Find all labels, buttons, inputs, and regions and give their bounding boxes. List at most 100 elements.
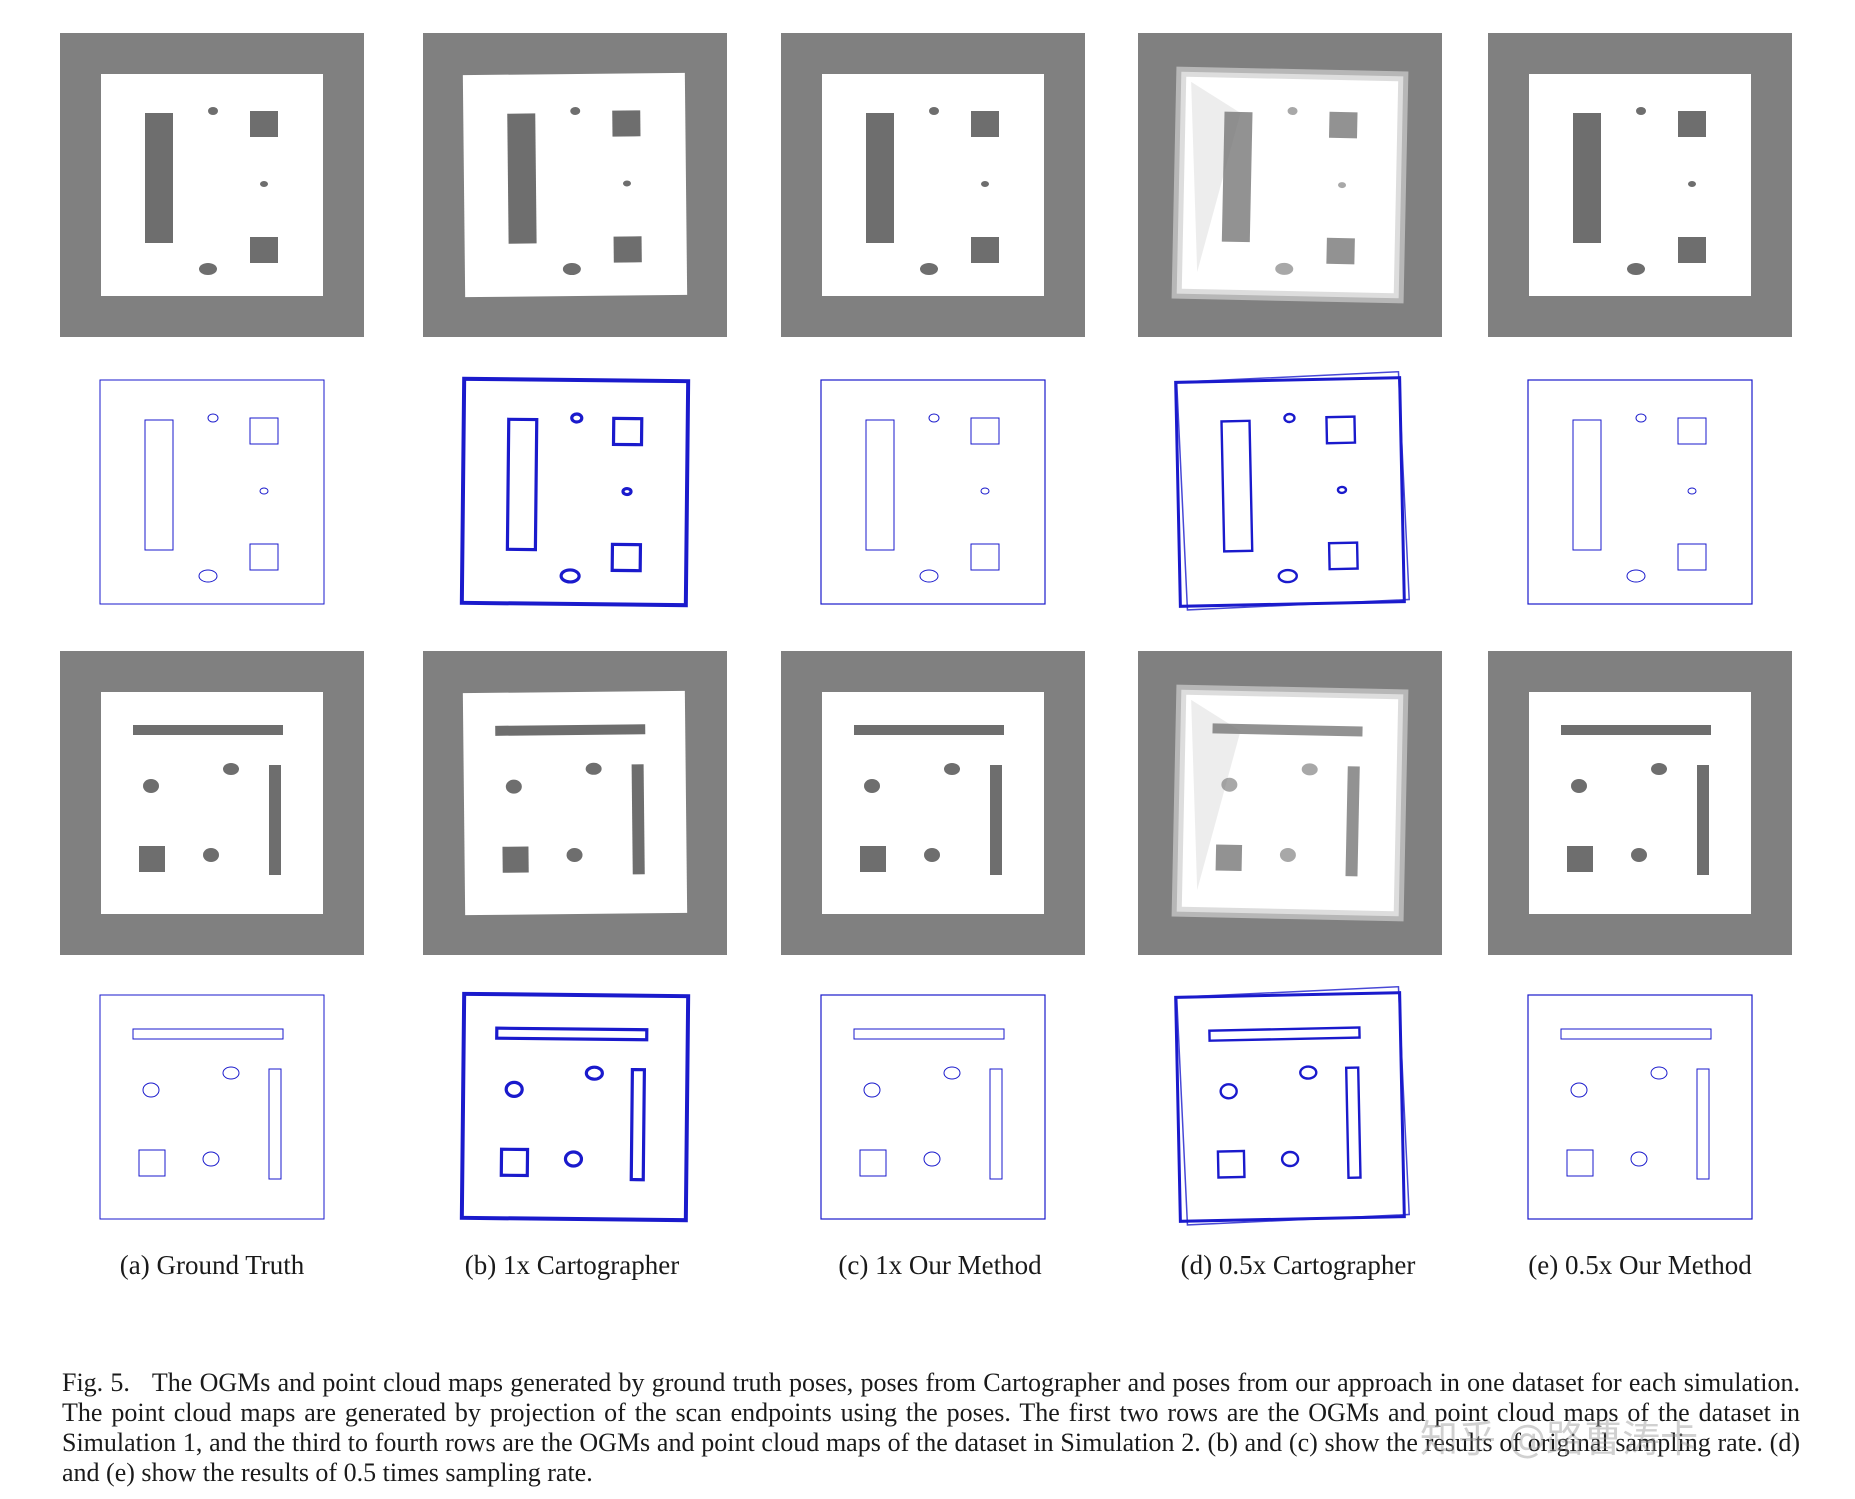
ogm-obstacle-blob [1338, 182, 1347, 189]
panel-ogm-sim1-0-5x-cartographer [1138, 33, 1442, 337]
ogm-obstacle [250, 111, 278, 137]
pointcloud-boundary [459, 376, 691, 608]
pointcloud-obstacle-blob [570, 412, 584, 424]
ogm-obstacle-blob [1627, 263, 1645, 275]
ogm-obstacle [1678, 111, 1706, 137]
ogm-obstacle-blob [505, 779, 522, 794]
pointcloud-obstacle [1677, 417, 1707, 445]
pointcloud-obstacle-blob [1219, 1083, 1238, 1100]
label-ground-truth: (a) Ground Truth [119, 1250, 305, 1280]
figure-number: Fig. 5. [62, 1368, 130, 1397]
caption-text: The OGMs and point cloud maps generated … [62, 1368, 1800, 1487]
label-0-5x-cartographer: (d) 0.5x Cartographer [1180, 1250, 1416, 1280]
ogm-obstacle [1212, 723, 1363, 737]
panel-pc-sim1-1x-cartographer [459, 376, 691, 608]
ogm-obstacle-blob [1279, 847, 1296, 862]
ogm-obstacle [866, 113, 894, 243]
pointcloud-boundary [459, 991, 691, 1223]
watermark: 知乎 @路曹涛卡 [1420, 1417, 1699, 1461]
label-1x-cartographer: (b) 1x Cartographer [464, 1250, 680, 1280]
pointcloud-obstacle-blob [1687, 487, 1697, 495]
ogm-obstacle [1345, 766, 1360, 877]
pointcloud-obstacle-blob [1283, 412, 1296, 424]
panel-ogm-sim2-1x-our-method [781, 651, 1085, 955]
panel-ogm-sim2-1x-cartographer [423, 651, 727, 955]
panel-ogm-sim1-ground-truth [60, 33, 364, 337]
pointcloud-obstacle-blob [1280, 1150, 1300, 1168]
ogm-obstacle [612, 110, 641, 137]
ogm-obstacle [1573, 113, 1601, 243]
ogm-obstacle-blob [208, 107, 218, 115]
pointcloud-obstacle [1566, 1149, 1594, 1177]
ogm-free-space [462, 690, 688, 916]
pointcloud-obstacle-blob [202, 1151, 220, 1167]
pointcloud-obstacle [132, 1028, 284, 1040]
pointcloud-obstacle-blob [1299, 1065, 1318, 1080]
ogm-obstacle [269, 765, 281, 875]
pointcloud-obstacle-blob [863, 1082, 881, 1098]
pointcloud-obstacle-blob [563, 1150, 584, 1168]
label-0-5x-our-method: (e) 0.5x Our Method [1528, 1250, 1752, 1280]
ogm-obstacle [250, 237, 278, 263]
ogm-obstacle [133, 725, 283, 735]
ogm-obstacle [631, 764, 645, 875]
figure-caption: Fig. 5.The OGMs and point cloud maps gen… [62, 1368, 1800, 1488]
pointcloud-boundary [1527, 994, 1753, 1220]
pointcloud-obstacle [970, 543, 1000, 571]
pointcloud-obstacle [499, 1147, 530, 1178]
pointcloud-boundary [99, 379, 325, 605]
ogm-obstacle [1326, 237, 1355, 265]
pointcloud-obstacle [853, 1028, 1005, 1040]
pointcloud-obstacle-blob [504, 1080, 524, 1098]
ogm-obstacle-blob [223, 763, 239, 775]
pointcloud-obstacle-blob [928, 413, 940, 423]
pointcloud-obstacle [611, 416, 644, 447]
ogm-obstacle-blob [1631, 848, 1647, 862]
pointcloud-obstacle-blob [1635, 413, 1647, 423]
ogm-obstacle-blob [585, 762, 602, 775]
pointcloud-obstacle [1216, 1149, 1246, 1179]
ogm-obstacle [854, 725, 1004, 735]
ogm-obstacle-blob [1571, 779, 1587, 793]
pointcloud-obstacle [1677, 543, 1707, 571]
pointcloud-obstacle [865, 419, 895, 551]
ogm-obstacle-blob [864, 779, 880, 793]
ogm-obstacle [860, 846, 886, 872]
ogm-obstacle [1221, 111, 1253, 243]
pointcloud-obstacle [859, 1149, 887, 1177]
pointcloud-obstacle [268, 1068, 282, 1180]
pointcloud-obstacle-blob [207, 413, 219, 423]
pointcloud-boundary [820, 994, 1046, 1220]
ogm-obstacle-blob [920, 263, 938, 275]
ogm-obstacle [502, 846, 529, 873]
pointcloud-obstacle [1325, 415, 1357, 445]
ogm-obstacle-blob [1301, 763, 1318, 776]
ogm-obstacle [1567, 846, 1593, 872]
pointcloud-obstacle-blob [142, 1082, 160, 1098]
pointcloud-obstacle-blob [943, 1066, 961, 1080]
pointcloud-boundary [99, 994, 325, 1220]
pointcloud-obstacle [1208, 1026, 1361, 1042]
panel-ogm-sim2-0-5x-our-method [1488, 651, 1792, 955]
pointcloud-obstacle [249, 543, 279, 571]
panel-pc-sim1-0-5x-our-method [1527, 379, 1753, 605]
pointcloud-obstacle-blob [1650, 1066, 1668, 1080]
ogm-obstacle-blob [1287, 107, 1298, 116]
panel-pc-sim2-ground-truth [99, 994, 325, 1220]
panel-pc-sim2-1x-our-method [820, 994, 1046, 1220]
panel-ogm-sim2-ground-truth [60, 651, 364, 955]
ogm-obstacle [1697, 765, 1709, 875]
ogm-obstacle-blob [944, 763, 960, 775]
ogm-obstacle-blob [1636, 107, 1646, 115]
ogm-obstacle-blob [1221, 777, 1238, 792]
pointcloud-obstacle-blob [584, 1065, 604, 1081]
ogm-obstacle-blob [924, 848, 940, 862]
ogm-obstacle [971, 111, 999, 137]
pointcloud-boundary [1174, 991, 1406, 1223]
pointcloud-obstacle [989, 1068, 1003, 1180]
pointcloud-obstacle-blob [1626, 569, 1646, 583]
pointcloud-obstacle-blob [621, 486, 633, 497]
ogm-obstacle [1678, 237, 1706, 263]
ogm-obstacle-blob [1651, 763, 1667, 775]
ogm-obstacle-blob [199, 263, 217, 275]
